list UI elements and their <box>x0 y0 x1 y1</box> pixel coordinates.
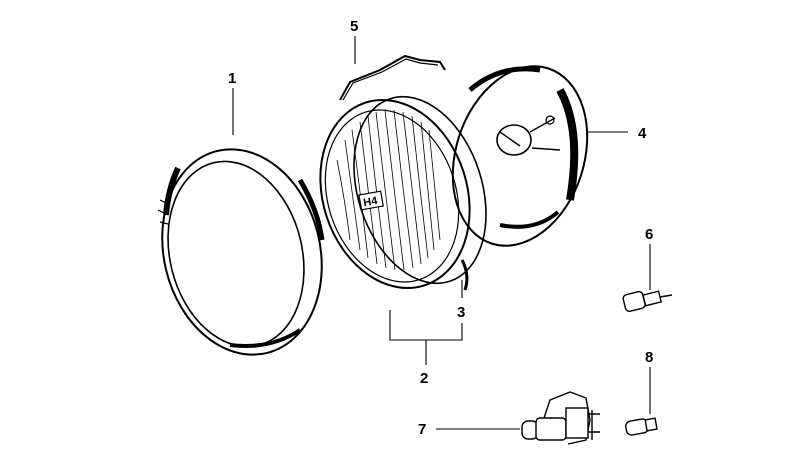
housing-bowl-part <box>451 65 589 247</box>
leader-lines <box>232 36 651 430</box>
callout-2: 2 <box>420 370 428 387</box>
callout-5: 5 <box>350 18 358 35</box>
h4-bulb-part <box>521 391 600 445</box>
callout-3: 3 <box>457 304 465 321</box>
wedge-bulb-part <box>625 417 658 436</box>
callout-8: 8 <box>645 349 653 366</box>
callout-4: 4 <box>638 125 647 142</box>
small-bulb-part <box>622 290 673 313</box>
leader-line-2-3 <box>389 310 463 341</box>
callout-7: 7 <box>418 421 426 438</box>
spring-clip-part <box>339 54 446 101</box>
trim-ring-part <box>157 148 325 356</box>
callout-1: 1 <box>228 70 236 87</box>
callout-6: 6 <box>645 226 653 243</box>
lens-mark-box <box>358 190 384 211</box>
lens-flutes <box>336 109 441 271</box>
lens-mark: H4 <box>362 195 379 209</box>
lens-reflector-part: H4 <box>319 95 487 291</box>
bulb-socket <box>496 124 532 156</box>
